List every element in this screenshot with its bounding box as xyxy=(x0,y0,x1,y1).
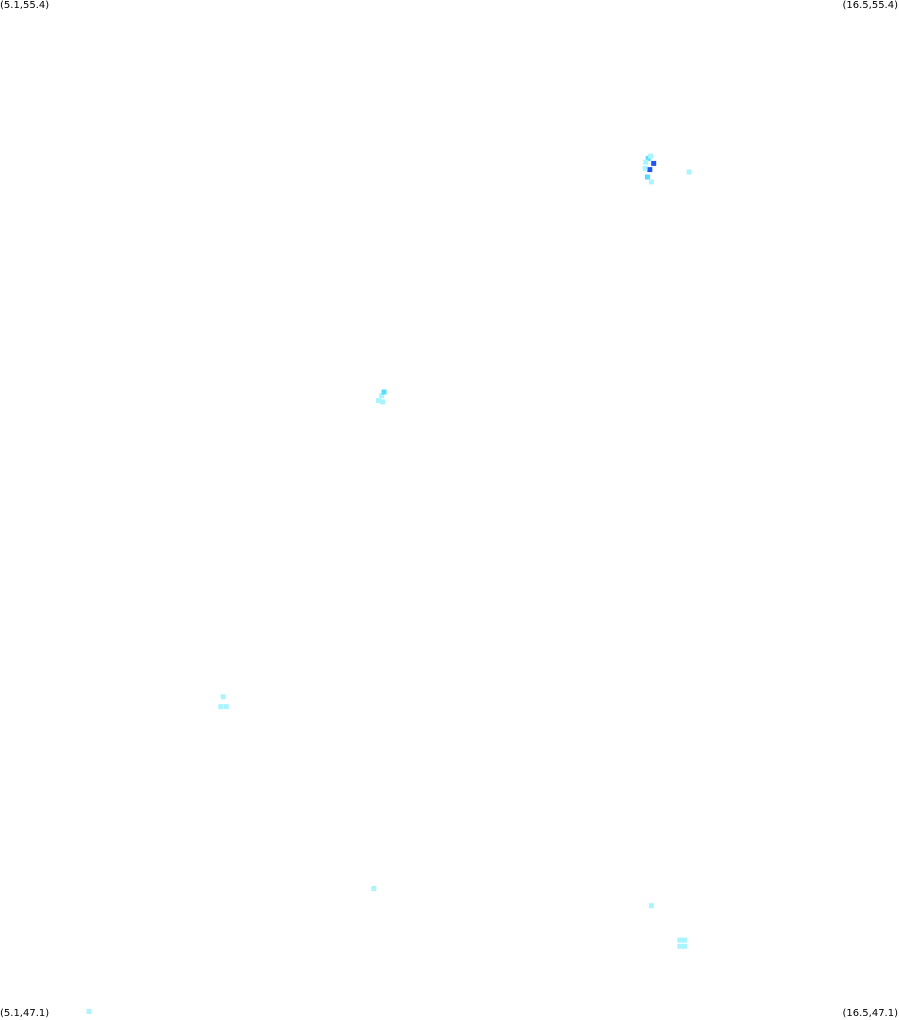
heat-cell-17 xyxy=(648,903,654,909)
heat-cell-14 xyxy=(218,704,224,710)
heat-cell-1 xyxy=(651,160,657,166)
heat-cell-3 xyxy=(643,159,649,165)
heat-cell-22 xyxy=(86,1008,92,1014)
heat-cell-11 xyxy=(376,398,381,404)
corner-label-bottom-left: (5.1,47.1) xyxy=(0,1008,50,1019)
heat-cell-20 xyxy=(677,943,683,949)
heat-cell-18 xyxy=(677,937,683,943)
corner-label-top-left: (5.1,55.4) xyxy=(0,0,50,11)
heat-cell-16 xyxy=(371,886,377,891)
corner-label-bottom-right: (16.5,47.1) xyxy=(842,1008,898,1019)
heat-cell-8 xyxy=(686,169,692,175)
heat-cell-4 xyxy=(642,165,648,171)
heat-cell-9 xyxy=(379,393,385,399)
heat-cell-21 xyxy=(682,943,687,949)
heat-cell-19 xyxy=(682,937,687,943)
heat-cell-7 xyxy=(648,179,654,185)
heat-cell-5 xyxy=(648,153,654,159)
heat-cell-10 xyxy=(381,389,387,395)
heat-cell-2 xyxy=(647,167,653,173)
heat-cell-13 xyxy=(220,694,226,700)
corner-label-top-right: (16.5,55.4) xyxy=(842,0,898,11)
heat-cell-12 xyxy=(380,399,385,405)
heat-cell-6 xyxy=(644,174,650,180)
heat-cell-15 xyxy=(223,704,229,710)
